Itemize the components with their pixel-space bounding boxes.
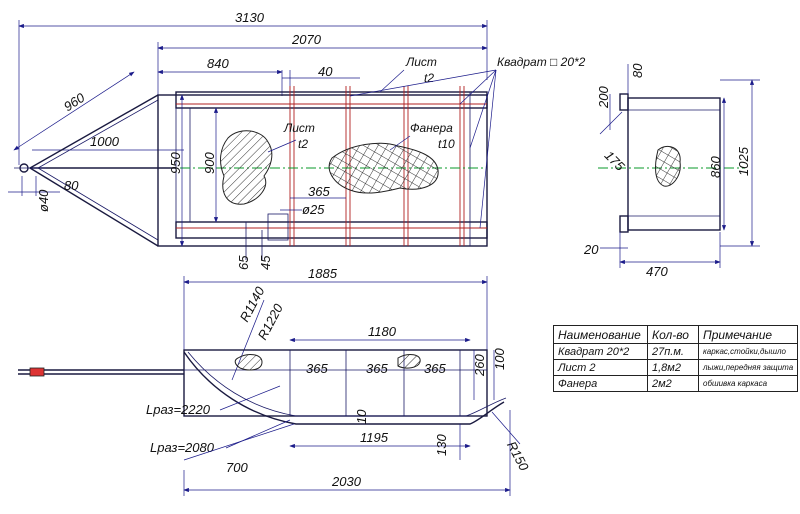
- dim-side-span: 1180: [368, 324, 397, 339]
- dim-lraz-2: Lраз=2080: [150, 440, 215, 455]
- table-cell: Фанера: [553, 375, 648, 392]
- label-sheet2: Лист: [405, 55, 437, 69]
- dim-ball: 80: [64, 178, 79, 193]
- side-view: 1885 R1140 R1220 1180 365 365 365 260: [18, 266, 532, 496]
- end-view: 80 200 175 860 1025 20 470: [583, 63, 760, 279]
- dim-front: 840: [207, 56, 229, 71]
- table-cell: Квадрат 20*2: [553, 343, 648, 360]
- label-sheet-t: t2: [298, 137, 308, 151]
- table-cell: 2м2: [647, 375, 699, 392]
- dim-offset-a: 65: [236, 255, 251, 270]
- dim-overall: 3130: [235, 10, 265, 25]
- label-square: Квадрат □ 20*2: [497, 55, 586, 69]
- dim-side-h1: 260: [472, 354, 487, 377]
- dim-tow: 1000: [90, 134, 120, 149]
- label-plywood: Фанера: [410, 121, 453, 135]
- table-header-note: Примечание: [697, 325, 799, 344]
- dim-end-diag: 175: [602, 148, 628, 174]
- dim-lraz-1: Lраз=2220: [146, 402, 211, 417]
- materials-table: Наименование Кол-во Примечание Квадрат 2…: [553, 325, 799, 392]
- dim-side-h2: 100: [492, 348, 507, 370]
- dim-r2: R1220: [255, 301, 287, 343]
- dim-end-total: 1025: [736, 146, 751, 176]
- dim-end-top: 80: [630, 63, 645, 78]
- table-row: Фанера 2м2 обшивка каркаса: [553, 375, 799, 392]
- dim-side-rib2: 365: [366, 361, 388, 376]
- dim-end-height: 860: [708, 156, 723, 178]
- table-header-qty: Кол-во: [647, 325, 699, 344]
- table-row: Квадрат 20*2 27п.м. каркас,стойки,дышло: [553, 343, 799, 360]
- dim-gap: 40: [318, 64, 333, 79]
- table-cell: каркас,стойки,дышло: [697, 343, 799, 360]
- dim-drawbar: 960: [61, 89, 88, 114]
- dim-side-r150: R150: [504, 439, 532, 474]
- label-sheet: Лист: [283, 121, 315, 135]
- dim-end-side: 200: [596, 86, 611, 109]
- dim-body: 2070: [291, 32, 322, 47]
- dim-side-overall: 2030: [331, 474, 362, 489]
- table-cell: обшивка каркаса: [697, 375, 799, 392]
- table-header-row: Наименование Кол-во Примечание: [553, 325, 799, 344]
- dim-side-v10: 10: [354, 409, 369, 424]
- dim-rib: 365: [308, 184, 330, 199]
- top-view: 3130 2070 840 40 960 1000 80 ø40: [8, 10, 586, 270]
- dim-offset-b: 45: [258, 255, 273, 270]
- dim-end-foot: 20: [583, 242, 599, 257]
- dim-side-v130: 130: [434, 434, 449, 456]
- dim-side-rib1: 365: [306, 361, 328, 376]
- table-cell: Лист 2: [553, 359, 648, 376]
- table-cell: 27п.м.: [647, 343, 699, 360]
- table-cell: лыжи,передняя защита: [697, 359, 799, 376]
- dim-pipe-dia: ø25: [302, 202, 325, 217]
- label-sheet2-t: t2: [424, 71, 434, 85]
- dim-end-width: 470: [646, 264, 668, 279]
- dim-side-rib3: 365: [424, 361, 446, 376]
- dim-ball-dia: ø40: [36, 189, 51, 212]
- dim-side-top: 1885: [308, 266, 338, 281]
- table-cell: 1,8м2: [647, 359, 699, 376]
- dim-width: 950: [168, 152, 183, 174]
- dim-inner-width: 900: [202, 152, 217, 174]
- table-header-name: Наименование: [553, 325, 648, 344]
- dim-side-nose: 700: [226, 460, 248, 475]
- dim-side-bottom: 1195: [360, 430, 389, 445]
- table-row: Лист 2 1,8м2 лыжи,передняя защита: [553, 359, 799, 376]
- label-plywood-t: t10: [438, 137, 455, 151]
